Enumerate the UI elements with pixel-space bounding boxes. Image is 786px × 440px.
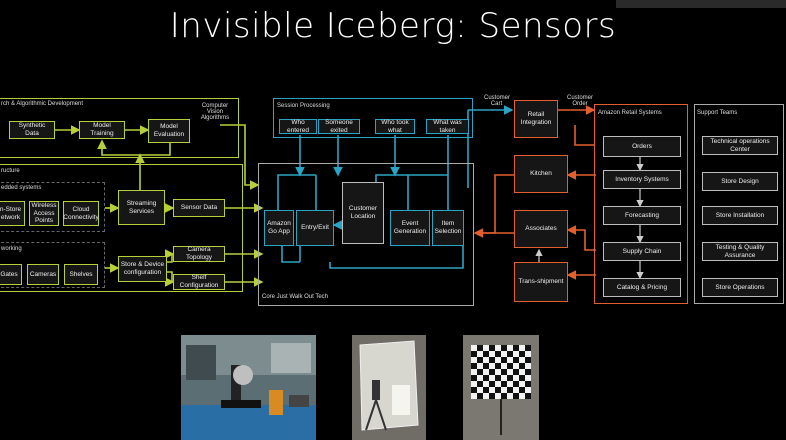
store-device-config-box: Store & Device configuration	[118, 256, 167, 282]
what-was-taken-box: What was taken	[426, 119, 469, 134]
store-operations-box: Store Operations	[702, 278, 778, 297]
customer-location-box: Customer Location	[342, 182, 384, 244]
amazon-go-app-box: Amazon Go App	[264, 210, 294, 246]
gates-box: Gates	[0, 264, 22, 285]
core-tech-region	[258, 163, 474, 306]
slide-title: Invisible Iceberg: Sensors	[169, 6, 617, 46]
sensor-data-box: Sensor Data	[173, 199, 225, 217]
top-right-bar	[616, 0, 786, 8]
cv-label: Computer Vision Algorithms	[200, 103, 230, 121]
cloud-connectivity-box: Cloud Connectivity	[63, 201, 99, 226]
shelves-box: Shelves	[64, 264, 98, 285]
trans-shipment-box: Trans-shipment	[514, 262, 568, 302]
session-label: Session Processing	[277, 103, 330, 109]
store-design-box: Store Design	[702, 172, 778, 191]
research-region	[0, 98, 239, 158]
associates-box: Associates	[514, 210, 568, 248]
networking-region	[0, 242, 105, 288]
support-teams-label: Support Teams	[697, 110, 738, 116]
retail-integration-box: Retail Integration	[514, 100, 558, 138]
supply-chain-box: Supply Chain	[603, 242, 681, 261]
who-took-what-box: Who took what	[375, 119, 415, 134]
embedded-systems-region	[0, 182, 105, 232]
customer-cart-label: Customer Cart	[484, 95, 511, 107]
event-generation-box: Event Generation	[390, 210, 430, 246]
checkerboard-calibration-photo	[463, 335, 539, 440]
testing-qa-box: Testing & Quality Assurance	[702, 242, 778, 261]
infrastructure-region	[0, 164, 243, 292]
technical-operations-box: Technical operations Center	[702, 136, 778, 155]
embedded-label: edded systems	[1, 185, 42, 191]
orders-box: Orders	[603, 136, 681, 157]
retail-systems-region	[594, 104, 688, 304]
research-label: rch & Algorithmic Development	[1, 101, 84, 107]
streaming-services-box: Streaming Services	[118, 190, 165, 225]
shelf-configuration-box: Shelf Configuration	[173, 274, 225, 290]
synthetic-data-box: Synthetic Data	[9, 121, 55, 139]
kitchen-box: Kitchen	[514, 155, 568, 193]
core-label: Core Just Walk Out Tech	[262, 294, 329, 300]
cameras-box: Cameras	[27, 264, 59, 285]
model-evaluation-box: Model Evaluation	[148, 119, 190, 143]
model-training-box: Model Training	[79, 121, 125, 139]
instore-network-box: n-Store etwork	[0, 201, 25, 226]
sensor-booth-photo	[352, 335, 426, 440]
networking-label: working	[1, 246, 22, 252]
microscope-bench-photo	[181, 335, 316, 440]
who-entered-box: Who entered	[279, 119, 317, 134]
camera-topology-box: Camera Topology	[173, 246, 225, 262]
entry-exit-box: Entry/Exit	[296, 210, 334, 246]
retail-systems-label: Amazon Retail Systems	[598, 110, 662, 116]
wireless-ap-box: Wireless Access Points	[29, 201, 59, 226]
inventory-systems-box: Inventory Systems	[603, 170, 681, 189]
store-installation-box: Store Installation	[702, 206, 778, 225]
customer-order-label: Customer Order	[567, 95, 594, 107]
someone-exited-box: Someone exited	[318, 119, 360, 134]
infrastructure-label: ructure	[1, 168, 20, 174]
item-selection-box: Item Selection	[432, 210, 464, 246]
support-teams-region	[694, 104, 784, 304]
catalog-pricing-box: Catalog & Pricing	[603, 278, 681, 297]
session-processing-region	[273, 98, 473, 138]
forecasting-box: Forecasting	[603, 206, 681, 225]
